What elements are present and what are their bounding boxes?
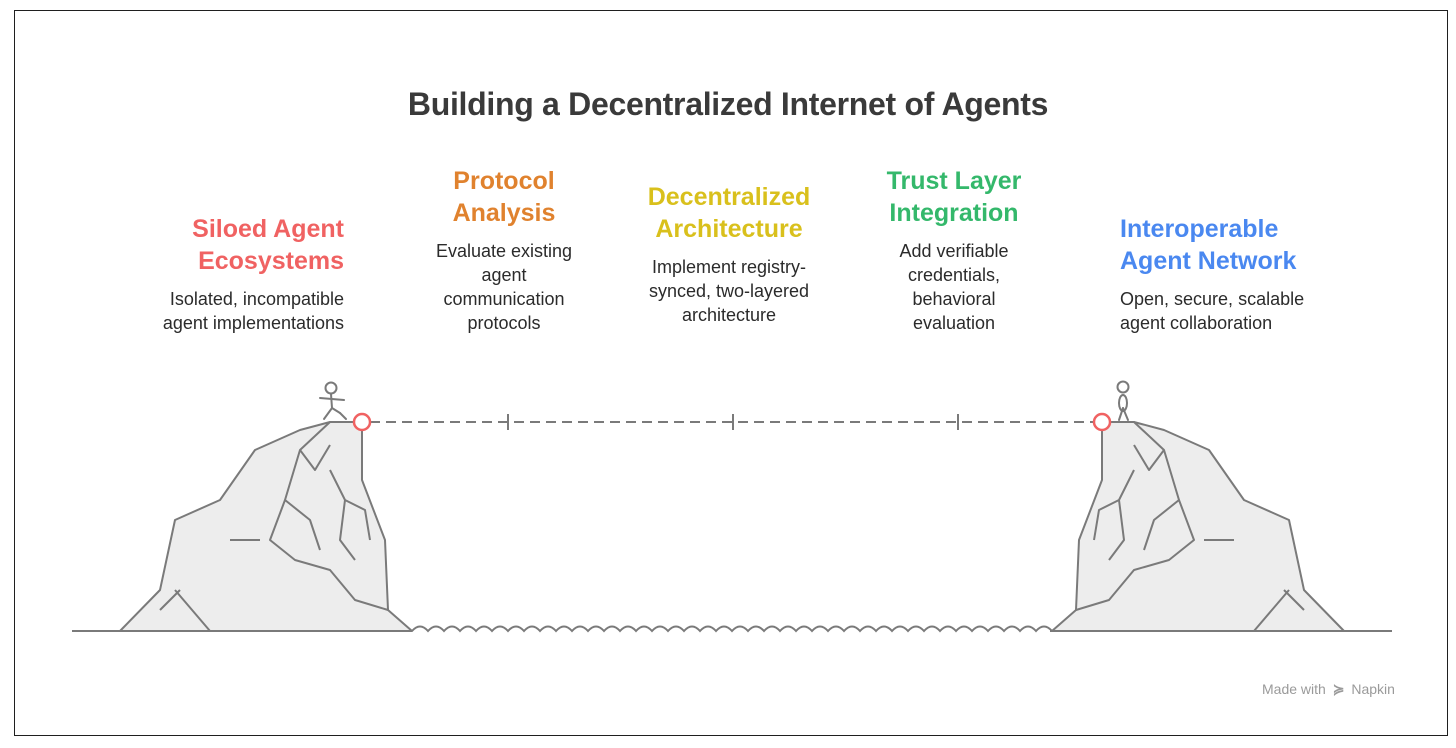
left-cliff (119, 421, 413, 632)
stage-heading-line: Siloed Agent (192, 215, 344, 243)
stage-description: Add verifiable credentials, behavioral e… (854, 239, 1054, 335)
person-right-icon (1116, 380, 1130, 421)
stage-heading-line: Interoperable (1120, 215, 1279, 243)
stage-heading: Interoperable Agent Network (1120, 213, 1360, 277)
end-point-marker (1092, 412, 1112, 432)
stage-heading-line: Protocol (453, 167, 555, 195)
stage-description-line: evaluation (912, 313, 996, 333)
water-waves (411, 625, 1053, 633)
stage-description-line: agent implementations (162, 313, 344, 333)
stage-description-line: synced, two-layered (648, 281, 810, 301)
stage-description-line: behavioral (912, 289, 996, 309)
stage-description-line: credentials, (907, 265, 1001, 285)
stage-description: Evaluate existing agent communication pr… (404, 239, 604, 335)
stage-description-line: Isolated, incompatible (169, 289, 344, 309)
stage-description: Implement registry- synced, two-layered … (629, 255, 829, 327)
start-point-marker (352, 412, 372, 432)
credit-brand: Napkin (1351, 681, 1395, 697)
stage-heading: Siloed Agent Ecosystems (144, 213, 344, 277)
napkin-credit: Made with ≽ Napkin (1262, 681, 1395, 698)
stage-description: Isolated, incompatible agent implementat… (144, 287, 344, 335)
stage-description-line: Open, secure, scalable (1120, 289, 1305, 309)
stage-heading: Decentralized Architecture (629, 181, 829, 245)
stage-description-line: protocols (467, 313, 541, 333)
right-cliff (1051, 421, 1345, 632)
stage-heading-line: Agent Network (1120, 247, 1297, 275)
stage-description-line: agent (481, 265, 527, 285)
stage-description-line: architecture (681, 305, 777, 325)
stage-heading: Protocol Analysis (404, 165, 604, 229)
stage-siloed-agent-ecosystems: Siloed Agent Ecosystems Isolated, incomp… (144, 213, 344, 335)
stage-heading-line: Ecosystems (198, 247, 344, 275)
stage-heading: Trust Layer Integration (854, 165, 1054, 229)
stage-description: Open, secure, scalable agent collaborati… (1120, 287, 1360, 335)
stage-heading-line: Architecture (655, 215, 803, 243)
stage-description-line: communication (443, 289, 565, 309)
stage-description-line: Add verifiable (899, 241, 1009, 261)
stage-interoperable-agent-network: Interoperable Agent Network Open, secure… (1120, 213, 1360, 335)
credit-prefix: Made with (1262, 681, 1326, 697)
stage-protocol-analysis: Protocol Analysis Evaluate existing agen… (404, 165, 604, 335)
stage-description-line: Implement registry- (651, 257, 807, 277)
stage-description-line: Evaluate existing (435, 241, 573, 261)
napkin-logo-icon: ≽ (1332, 681, 1345, 697)
person-left-icon (319, 381, 347, 420)
stage-heading-line: Integration (889, 199, 1019, 227)
stage-decentralized-architecture: Decentralized Architecture Implement reg… (629, 181, 829, 327)
stage-heading-line: Trust Layer (886, 167, 1022, 195)
stage-heading-line: Analysis (452, 199, 556, 227)
stage-heading-line: Decentralized (647, 183, 811, 211)
stage-description-line: agent collaboration (1120, 313, 1273, 333)
diagram-title: Building a Decentralized Internet of Age… (407, 86, 1049, 122)
stage-trust-layer-integration: Trust Layer Integration Add verifiable c… (854, 165, 1054, 335)
